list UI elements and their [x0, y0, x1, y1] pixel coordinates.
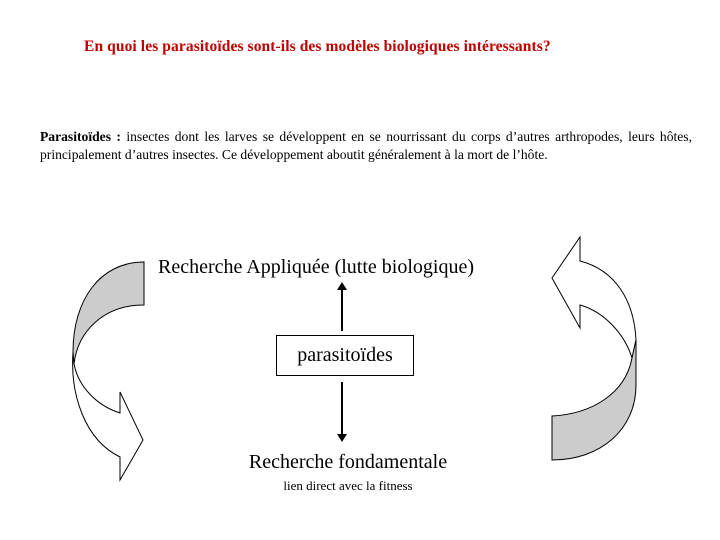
- parasitoids-box: parasitoïdes: [276, 335, 414, 376]
- definition-text: insectes dont les larves se développent …: [40, 129, 692, 162]
- fundamental-research-label: Recherche fondamentale: [248, 451, 448, 473]
- right-curved-arrow-icon: [551, 235, 637, 461]
- definition-term: Parasitoïdes :: [40, 129, 121, 144]
- left-curved-arrow-icon: [72, 261, 145, 482]
- fitness-sublabel: lien direct avec la fitness: [283, 478, 413, 493]
- page-title: En quoi les parasitoïdes sont-ils des mo…: [84, 38, 551, 55]
- applied-research-label: Recherche Appliquée (lutte biologique): [158, 256, 475, 278]
- parasitoids-label: parasitoïdes: [297, 344, 393, 366]
- definition-paragraph: Parasitoïdes : insectes dont les larves …: [40, 128, 692, 164]
